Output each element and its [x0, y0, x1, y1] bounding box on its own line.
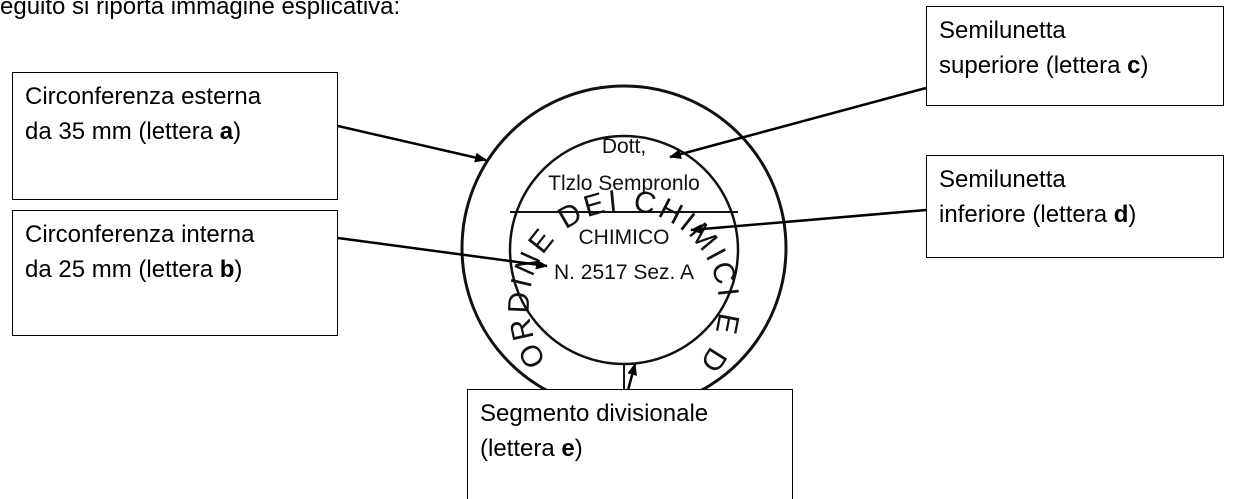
stamp-upper-line2: Tlzlo Sempronlo	[548, 172, 700, 195]
label-upper-half: Semilunetta superiore (lettera c)	[926, 6, 1224, 106]
stamp-upper-line1: Dott,	[602, 135, 646, 158]
label-lower-half: Semilunetta inferiore (lettera d)	[926, 155, 1224, 258]
arrow-b	[337, 236, 548, 270]
label-outer-circumference: Circonferenza esterna da 35 mm (lettera …	[12, 72, 338, 200]
stamp-lower-line1: CHIMICO	[579, 226, 670, 249]
arrow-d	[690, 208, 927, 235]
intro-text: eguito si riporta immagine esplicativa:	[0, 0, 401, 20]
arrow-a	[337, 124, 487, 163]
arrow-c	[669, 86, 927, 159]
stamp-lower-line2: N. 2517 Sez. A	[554, 261, 694, 284]
label-inner-circumference: Circonferenza interna da 25 mm (lettera …	[12, 210, 338, 336]
label-dividing-segment: Segmento divisionale (lettera e)	[467, 389, 793, 499]
